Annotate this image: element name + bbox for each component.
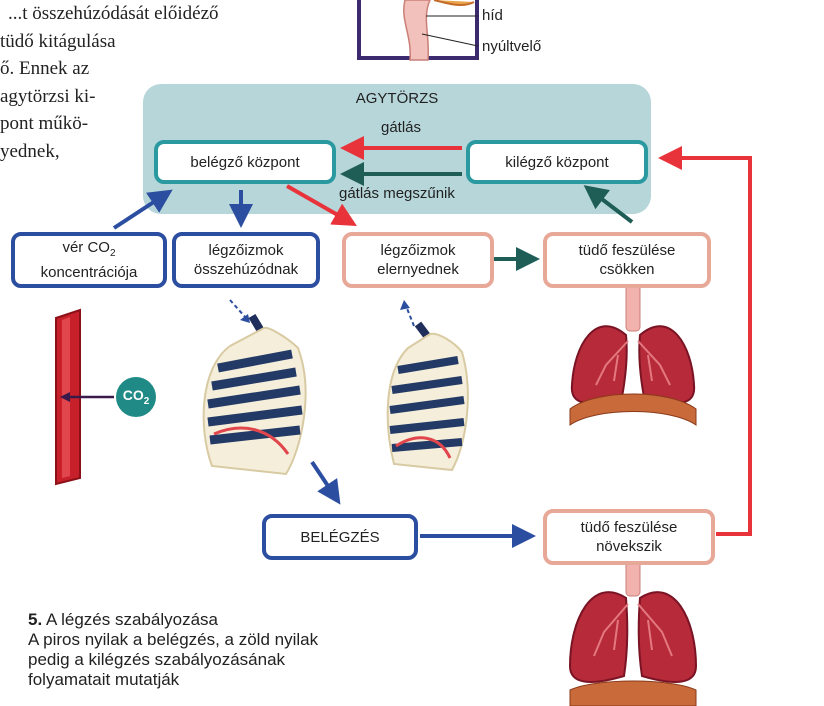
figure-caption: 5. A légzés szabályozása A piros nyilak … [28,610,318,690]
caption-line: pedig a kilégzés szabályozásának [28,650,286,669]
diaphragm [569,680,697,706]
ribcage-contracted [202,299,307,476]
blood-vessel-illustration [55,308,156,486]
exhale-center-box: kilégző központ [466,140,648,184]
ribcage-relaxed [386,300,469,472]
co2-badge-text: CO2 [122,387,150,407]
lungs-top [569,285,697,426]
lung-tension-decrease-label: tüdő feszülése [578,242,676,259]
ribcage-arrow [405,305,415,327]
muscles-contract-box: légzőizmok összehúzódnak [172,232,320,288]
center-to-relax-arrow [286,184,357,226]
muscles-contract-label-2: összehúzódnak [193,261,299,278]
blood-co2-label: vér CO2 [62,239,116,259]
lung-tension-decrease-box: tüdő feszülése csökken [543,232,711,288]
inhalation-box: BELÉGZÉS [262,514,418,560]
muscles-relax-label: légzőizmok [380,242,456,259]
bronchi [593,603,673,657]
intro-line: agytörzsi ki- [0,85,96,107]
muscles-relax-label-2: elernyednek [377,261,459,278]
rib-gaps [389,356,465,452]
bridge-label: híd [482,7,503,24]
brainstem-shape [403,0,431,61]
bronchi [595,340,671,386]
intro-line: ő. Ennek az [0,58,90,79]
caption-line: folyamatait mutatják [28,670,180,689]
lung-tension-increase-label-2: növekszik [596,538,662,555]
diaphragm-line [395,436,452,459]
lung-to-exhale-arrow [583,185,634,224]
left-lung [570,325,628,404]
caption-line: A piros nyilak a belégzés, a zöld nyilak [28,630,319,649]
brainstem-title: AGYTÖRZS [355,90,439,107]
caption-title: 5. A légzés szabályozása [28,610,218,629]
inhalation-label: BELÉGZÉS [300,528,380,546]
diaphragm-line [213,426,290,455]
ribcage-to-inhale-arrow [310,460,341,505]
brain-illustration [357,0,479,61]
muscles-contract-label: légzőizmok [208,242,284,259]
blood-co2-label-2: koncentrációja [40,264,138,281]
ribcage-arrowhead [240,314,250,323]
right-lung [637,591,698,683]
inhale-center-box: belégző központ [154,140,336,184]
lung-tension-increase-box: tüdő feszülése növekszik [543,509,715,565]
spinal-cord-label: nyúltvelő [482,38,542,55]
ribcage-arrowhead [400,300,410,310]
exhale-center-label: kilégző központ [505,153,609,171]
co2-badge [116,377,156,417]
co2-arrowhead [60,392,70,402]
left-lung [568,591,629,683]
cerebellum-shape [433,0,475,7]
diaphragm [569,393,697,426]
trachea [625,285,641,332]
intro-line: tüdő kitágulása [0,30,116,52]
muscles-relax-box: légzőizmok elernyednek [342,232,494,288]
right-lung [638,325,696,404]
inhibition-label: gátlás [381,119,422,136]
trachea [625,560,641,597]
inhale-center-label: belégző központ [190,153,300,171]
rib-gaps [207,349,303,445]
lungs-bottom [568,560,698,706]
co2-to-center-arrow [112,189,173,230]
feedback-arrow [658,146,752,536]
lung-tension-decrease-label-2: csökken [599,261,655,278]
lung-tension-increase-label: tüdő feszülése [580,519,678,536]
intro-line: pont műkö- [0,113,89,134]
spinal-pointer [421,33,479,47]
intro-line: yednek, [0,140,60,162]
inhibition-stops-label: gátlás megszűnik [339,185,455,202]
blood-co2-box: vér CO2 koncentrációja [11,232,167,288]
